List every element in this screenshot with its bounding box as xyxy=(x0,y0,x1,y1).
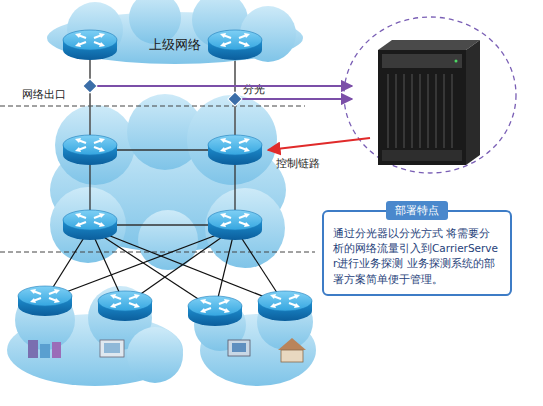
deployment-callout-box: 部署特点通过分光器以分光方式 将需要分析的网络流量引入到CarrierServe… xyxy=(322,210,512,296)
upstream-network-cloud: 上级网络 xyxy=(40,0,310,64)
tap-label: 分光 xyxy=(243,82,265,97)
access-wires xyxy=(45,228,285,310)
cloud-shape xyxy=(40,0,310,64)
router-icon xyxy=(63,210,117,240)
middle-cloud xyxy=(50,94,286,270)
control-link-label: 控制链路 xyxy=(276,156,320,171)
router-icon xyxy=(258,291,312,321)
callout-body-text: 通过分光器以分光方式 将需要分析的网络流量引入到CarrierServer进行业… xyxy=(333,226,501,287)
router-icon xyxy=(188,296,242,326)
core-ring-wires xyxy=(90,150,235,225)
callout-heading-tab: 部署特点 xyxy=(386,201,448,220)
server-chassis xyxy=(378,40,480,165)
control-link-arrow xyxy=(268,138,370,150)
cloud-title: 上级网络 xyxy=(40,36,310,54)
probe-dashed-circle xyxy=(344,17,516,173)
router-icon xyxy=(208,210,262,240)
splitter-diamond xyxy=(83,79,97,93)
router-icon xyxy=(208,135,262,165)
exit-dashed-line xyxy=(0,106,305,107)
router-icon xyxy=(98,291,152,321)
host-icons xyxy=(28,338,306,362)
router-icon xyxy=(208,30,262,60)
tap-arrow xyxy=(235,98,352,100)
router-icon xyxy=(63,30,117,60)
router-icon xyxy=(18,286,72,316)
splitter-diamond xyxy=(228,92,242,106)
tap-arrow xyxy=(92,85,352,87)
exit-label: 网络出口 xyxy=(22,87,66,102)
router-icon xyxy=(63,135,117,165)
access-dashed-line xyxy=(0,252,315,253)
bottom-left-cloud xyxy=(7,286,183,386)
